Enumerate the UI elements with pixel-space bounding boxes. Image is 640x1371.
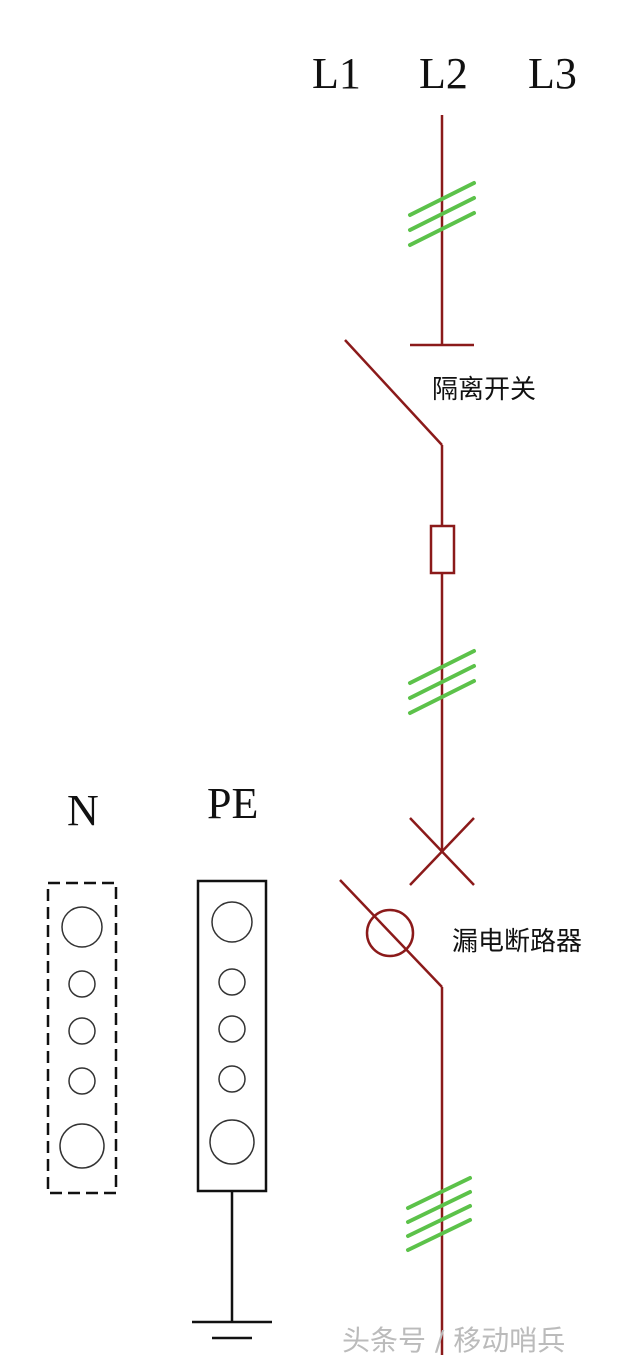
isolating-switch-icon: [344, 339, 474, 446]
isolator-label: 隔离开关: [432, 375, 536, 405]
neutral-busbar: [46, 881, 118, 1195]
fuse-icon: [429, 524, 456, 575]
phase-label-l2: L2: [419, 49, 468, 98]
rcd-icon: [339, 879, 443, 988]
rcd-label: 漏电断路器: [452, 927, 582, 957]
four-wire-ticks-bottom: [406, 1176, 472, 1252]
watermark-text: 头条号 / 移动哨兵: [342, 1324, 565, 1357]
contactor-cross-icon: [409, 817, 475, 886]
earth-bar-label: PE: [207, 779, 258, 828]
three-phase-ticks-top: [408, 181, 476, 247]
neutral-bar-label: N: [67, 786, 99, 835]
earth-busbar: [196, 879, 268, 1193]
phase-label-l1: L1: [312, 49, 361, 98]
three-phase-ticks-middle: [408, 649, 476, 715]
phase-label-l3: L3: [528, 49, 577, 98]
ground-symbol-icon: [192, 1320, 272, 1340]
